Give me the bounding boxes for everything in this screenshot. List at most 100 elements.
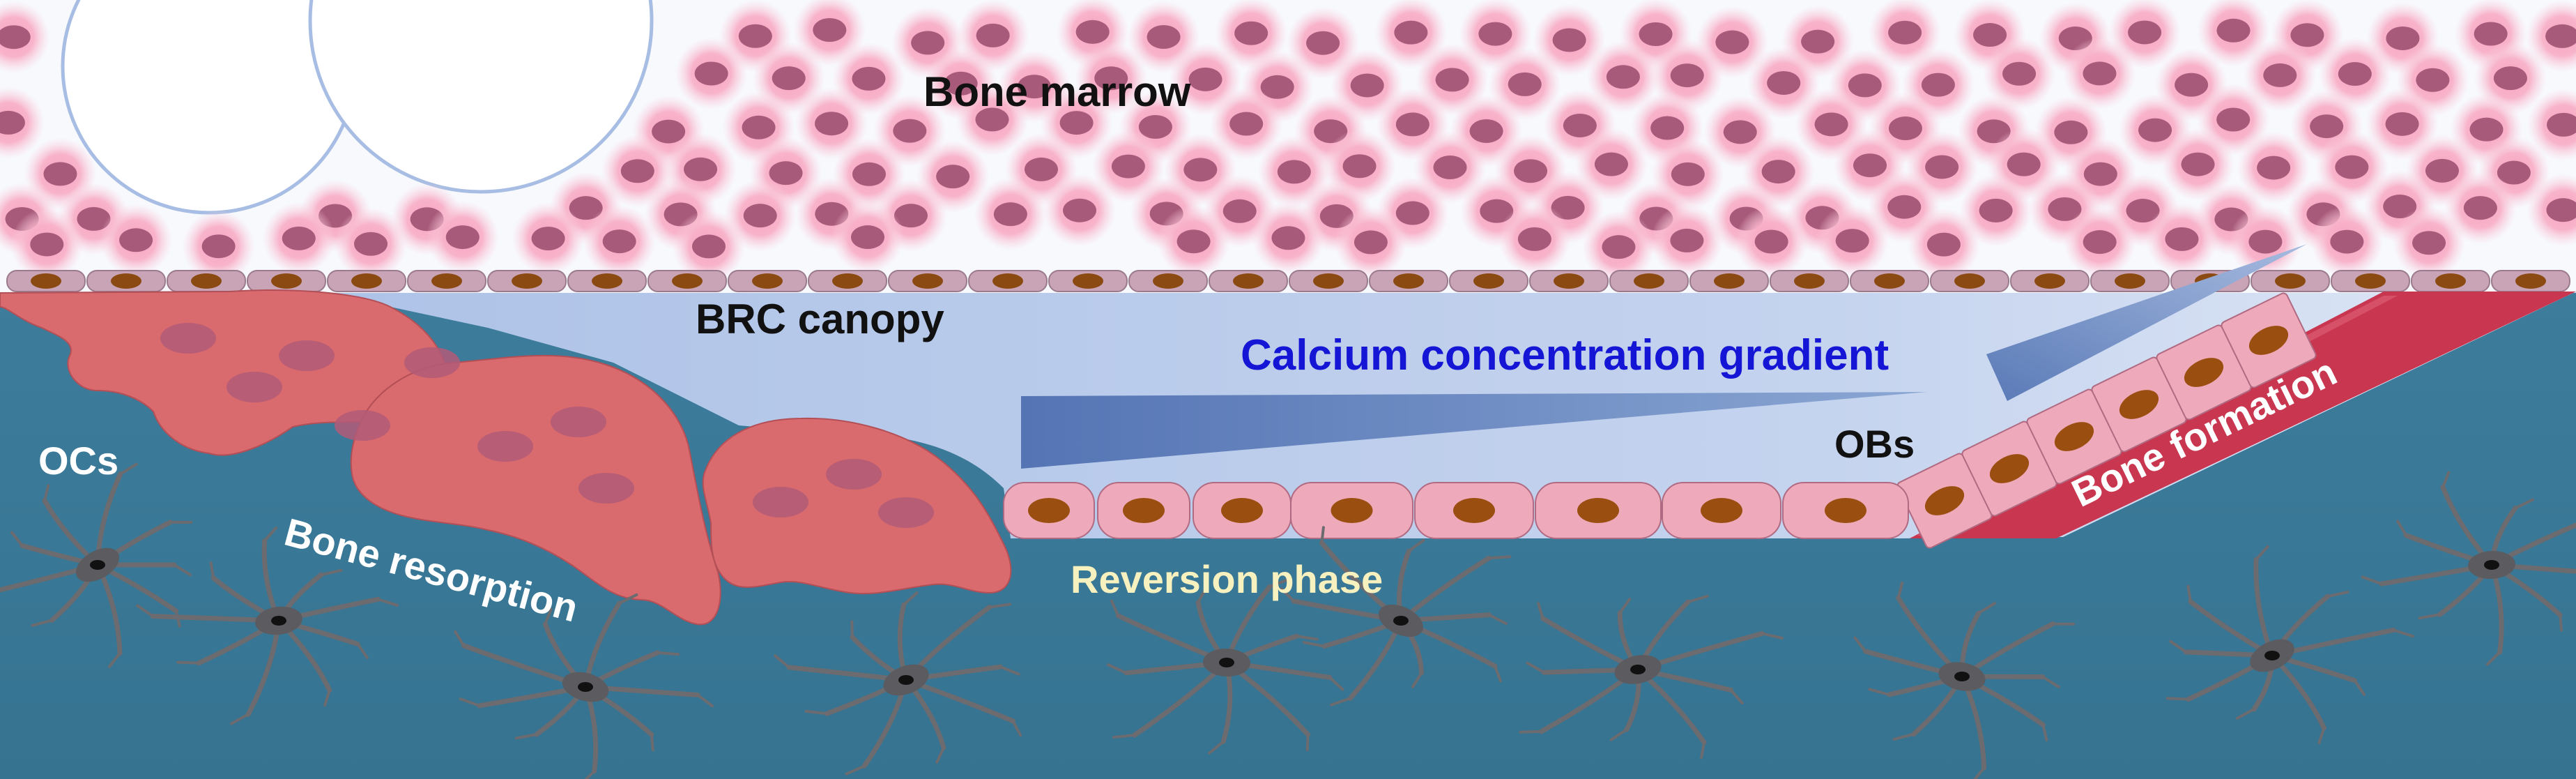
marrow-cell	[10, 208, 84, 281]
osteoclast-nucleus	[578, 473, 634, 504]
lining-cell	[1449, 270, 1528, 292]
marrow-cell	[1735, 205, 1808, 278]
osteoclast	[350, 354, 721, 626]
lining-cell	[487, 270, 567, 292]
marrow-cell	[2063, 206, 2136, 279]
osteoblast	[1896, 453, 1993, 549]
lining-cell	[808, 270, 887, 292]
lining-cell	[2010, 270, 2090, 292]
obs-label: OBs	[1834, 422, 1915, 466]
osteoclast-nucleus	[404, 347, 460, 378]
lining-cell	[1369, 270, 1448, 292]
marrow-cell	[1747, 46, 1820, 119]
osteoblasts-row	[1003, 482, 1909, 539]
marrow-cell	[956, 83, 1029, 156]
osteoclast-nucleus	[227, 372, 282, 402]
lining-cell	[86, 270, 166, 292]
marrow-cell	[675, 37, 748, 110]
lining-cell	[6, 270, 86, 292]
marrow-cell	[1334, 206, 1407, 279]
marrow-cell	[1586, 40, 1659, 114]
osteoclast-nucleus	[160, 323, 216, 354]
marrow-cell	[1650, 204, 1724, 277]
osteoblast	[1414, 482, 1534, 539]
osteoclast-nucleus	[878, 497, 934, 528]
osteocyte	[2361, 471, 2576, 666]
marrow-cell	[262, 202, 335, 275]
lining-cell	[2090, 270, 2170, 292]
marrow-cell	[1869, 0, 1942, 69]
lining-cell	[1930, 270, 2009, 292]
marrow-cells	[0, 0, 2576, 284]
osteoclast-nucleus	[279, 340, 335, 371]
reversion-phase-label: Reversion phase	[1071, 557, 1383, 601]
lining-cell	[1209, 270, 1288, 292]
lining-cell	[968, 270, 1048, 292]
osteoblast	[1193, 482, 1291, 539]
brc-canopy-lining-cells	[6, 270, 2570, 292]
osteocytes	[0, 462, 2576, 779]
osteocyte	[1519, 594, 1784, 759]
lining-cell	[1529, 270, 1609, 292]
osteoblast	[1097, 482, 1190, 539]
marrow-cell	[2145, 202, 2218, 275]
calcium-gradient-wedge	[1021, 392, 1927, 469]
marrow-cell	[1959, 174, 2032, 247]
marrow-cell	[2527, 174, 2576, 247]
marrow-cell	[182, 210, 255, 283]
marrow-cell	[1210, 87, 1283, 160]
lining-cell	[247, 270, 326, 292]
lining-cell	[1770, 270, 1849, 292]
marrow-cell	[831, 201, 905, 274]
osteoclast-nucleus	[335, 410, 390, 441]
osteocyte	[774, 591, 1022, 776]
marrow-cell	[1043, 174, 1117, 247]
osteocyte	[1853, 581, 2076, 779]
lining-cell	[567, 270, 647, 292]
lining-cell	[888, 270, 967, 292]
marrow-cell	[426, 201, 499, 274]
marrow-cell	[0, 86, 45, 159]
marrow-cell	[1816, 204, 1889, 278]
osteoblast	[2221, 292, 2317, 388]
marrow-cell	[2063, 37, 2136, 110]
brc-canopy-label: BRC canopy	[696, 296, 944, 342]
osteoblast	[1662, 482, 1781, 539]
marrow-cell	[2310, 205, 2384, 278]
lining-cell	[1128, 270, 1208, 292]
ocs-label: OCs	[38, 439, 118, 483]
osteoblast	[1290, 482, 1413, 539]
marrow-cell	[1983, 37, 2056, 110]
osteoblast	[1003, 482, 1095, 539]
osteocyte	[454, 593, 714, 779]
marrow-cell	[335, 207, 408, 280]
marrow-cell	[2526, 0, 2576, 73]
marrow-cell	[1252, 202, 1325, 275]
marrow-cell	[2229, 205, 2302, 278]
lining-cell	[1048, 270, 1128, 292]
osteoclast	[702, 417, 1012, 595]
osteoclast-nucleus	[551, 407, 606, 437]
osteoclasts	[0, 289, 1012, 626]
lining-cell	[647, 270, 727, 292]
lining-cell	[2331, 270, 2410, 292]
marrow-cell	[1582, 211, 1655, 284]
osteocyte	[136, 526, 399, 725]
marrow-cell	[2444, 172, 2517, 245]
osteoclast-nucleus	[826, 459, 882, 490]
marrow-cell	[100, 204, 173, 277]
lining-cell	[728, 270, 807, 292]
marrow-cell	[1374, 0, 1448, 69]
marrow-cell	[2237, 131, 2310, 204]
lining-cell	[2411, 270, 2490, 292]
marrow-cell	[1907, 208, 1980, 281]
osteocyte	[1280, 526, 1512, 706]
lining-cell	[1850, 270, 1929, 292]
marrow-cell	[2197, 0, 2270, 67]
marrow-cell	[2161, 128, 2234, 201]
marrow-cell	[0, 1, 50, 74]
marrow-cell	[974, 178, 1047, 251]
marrow-cell	[512, 202, 585, 275]
adipocyte	[308, 0, 654, 194]
